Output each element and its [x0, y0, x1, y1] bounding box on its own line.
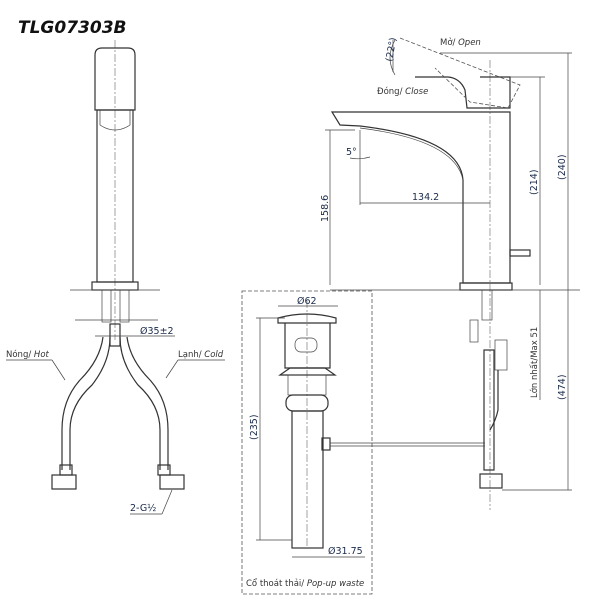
spout-angle-dim: 5° — [346, 147, 357, 158]
top-diameter-dim: Ø62 — [297, 296, 317, 307]
close-label: Đóng/ Close — [377, 86, 428, 97]
popup-waste-view: Ø62 (235) Ø31.75 Cổ thoát thải/ Pop-up w… — [241, 290, 485, 595]
below-height-dim: (474) — [557, 374, 568, 400]
mount-diameter-dim: Ø35±2 — [140, 326, 174, 337]
cold-label: Lạnh/ Cold — [178, 350, 224, 360]
spout-reach-dim: 134.2 — [412, 192, 439, 203]
hot-label: Nóng/ Hot — [6, 349, 50, 360]
total-height-dim: (240) — [557, 154, 568, 180]
length-dim: (235) — [249, 414, 260, 440]
max-deck-dim: Lớn nhất/Max 51 — [529, 327, 540, 398]
thread-dim: 2-G½ — [130, 503, 156, 514]
popup-waste-label: Cổ thoát thải/ Pop-up waste — [246, 578, 364, 589]
pipe-diameter-dim: Ø31.75 — [328, 546, 363, 557]
body-height-dim: (214) — [529, 169, 540, 195]
model-title: TLG07303B — [18, 18, 127, 38]
open-label: Mở/ Open — [440, 37, 481, 48]
side-view: (22°) Mở/ Open Đóng/ Close 5° 158.6 134.… — [320, 37, 580, 510]
front-view: Ø35±2 Nóng/ Hot Lạnh/ Cold 2-G½ — [6, 40, 225, 515]
spout-height-dim: 158.6 — [320, 195, 331, 222]
handle-angle-dim: (22°) — [384, 37, 399, 63]
